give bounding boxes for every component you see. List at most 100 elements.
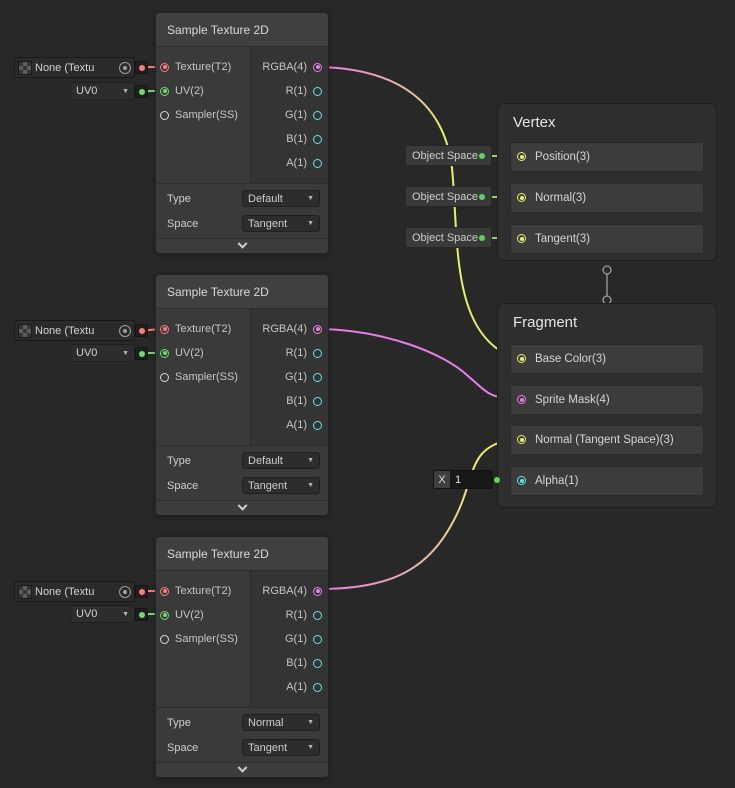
block-position[interactable]: Position(3) (510, 142, 704, 172)
vertex-context[interactable]: Vertex Position(3) Normal(3) Tangent(3) (497, 103, 717, 261)
texture-object-field-2[interactable]: None (Textu (14, 320, 135, 341)
space-label: Space (167, 217, 199, 230)
space-label: Space (167, 741, 199, 754)
port-uv-in[interactable] (160, 610, 169, 620)
x-value-input[interactable]: 1 (450, 471, 492, 488)
block-tangent[interactable]: Tangent(3) (510, 224, 704, 254)
port-a-out[interactable] (313, 420, 322, 430)
space-dropdown[interactable]: Tangent▼ (242, 477, 320, 494)
edge-rgba2-to-sprite-mask[interactable] (319, 328, 513, 399)
block-normal-tangent-space[interactable]: Normal (Tangent Space)(3) (510, 425, 704, 455)
space-dropdown[interactable]: Tangent▼ (242, 739, 320, 756)
texture-field-value: None (Textu (35, 61, 95, 74)
texture-port-stub-2[interactable] (135, 324, 148, 337)
port-sampler-in[interactable] (160, 110, 169, 120)
fragment-context[interactable]: Fragment Base Color(3) Sprite Mask(4) No… (497, 303, 717, 508)
port-base-color-in[interactable] (517, 354, 526, 363)
port-rgba-out[interactable] (313, 586, 322, 596)
port-b-out[interactable] (313, 134, 322, 144)
node-title[interactable]: Sample Texture 2D (156, 537, 328, 571)
port-g-out[interactable] (313, 634, 322, 644)
type-dropdown[interactable]: Default▼ (242, 452, 320, 469)
uv-port-dot (138, 350, 145, 357)
port-label: G(1) (285, 633, 307, 645)
port-b-out[interactable] (313, 396, 322, 406)
uv-port-stub-1[interactable] (135, 85, 148, 98)
texture-object-field-1[interactable]: None (Textu (14, 57, 135, 78)
type-label: Type (167, 716, 191, 729)
space-dropdown[interactable]: Tangent▼ (242, 215, 320, 232)
port-sampler-in[interactable] (160, 372, 169, 382)
texture-object-field-3[interactable]: None (Textu (14, 581, 135, 602)
collapse-button[interactable] (156, 500, 328, 515)
texture-thumbnail-icon (18, 323, 32, 338)
sample-texture-2d-node-3[interactable]: Sample Texture 2D Texture(T2) UV(2) Samp… (155, 536, 329, 778)
collapse-button[interactable] (156, 762, 328, 777)
port-sprite-mask-in[interactable] (517, 395, 526, 404)
port-a-out[interactable] (313, 158, 322, 168)
block-sprite-mask[interactable]: Sprite Mask(4) (510, 385, 704, 415)
port-g-out[interactable] (313, 372, 322, 382)
chevron-down-icon (237, 762, 247, 773)
port-label: Texture(T2) (175, 61, 232, 73)
uv-channel-dropdown-3[interactable]: UV0 ▼ (70, 605, 135, 623)
port-r-out[interactable] (313, 348, 322, 358)
port-a-out[interactable] (313, 682, 322, 692)
port-uv-in[interactable] (160, 86, 169, 96)
object-picker-icon[interactable] (119, 585, 131, 598)
texture-port-stub-3[interactable] (135, 585, 148, 598)
port-r-out[interactable] (313, 610, 322, 620)
space-value: Tangent (248, 741, 288, 754)
alpha-float-field[interactable]: X 1 (433, 470, 493, 489)
type-dropdown[interactable]: Default▼ (242, 190, 320, 207)
block-alpha[interactable]: Alpha(1) (510, 466, 704, 496)
uv-port-stub-2[interactable] (135, 347, 148, 360)
port-position-in[interactable] (517, 152, 526, 161)
node-title[interactable]: Sample Texture 2D (156, 13, 328, 47)
texture-thumbnail-icon (18, 60, 32, 75)
collapse-button[interactable] (156, 238, 328, 253)
uv-channel-dropdown-1[interactable]: UV0 ▼ (70, 82, 135, 100)
port-alpha-in[interactable] (517, 476, 526, 485)
port-texture-in[interactable] (160, 586, 169, 596)
port-texture-in[interactable] (160, 62, 169, 72)
port-g-out[interactable] (313, 110, 322, 120)
block-base-color[interactable]: Base Color(3) (510, 344, 704, 374)
type-dropdown[interactable]: Normal▼ (242, 714, 320, 731)
port-texture-in[interactable] (160, 324, 169, 334)
uv-port-dot (138, 88, 145, 95)
port-uv-in[interactable] (160, 348, 169, 358)
output-ports: RGBA(4) R(1) G(1) B(1) A(1) (250, 309, 328, 445)
port-label: B(1) (286, 395, 307, 407)
block-label: Base Color(3) (535, 353, 606, 365)
port-tangent-in[interactable] (517, 234, 526, 243)
port-label: R(1) (285, 609, 307, 621)
chevron-down-icon (237, 500, 247, 511)
edge-rgba1-to-base-color[interactable] (319, 66, 513, 358)
port-normal-in[interactable] (517, 193, 526, 202)
object-space-dropdown-tangent[interactable]: Object Space (405, 227, 492, 248)
uv-channel-dropdown-2[interactable]: UV0 ▼ (70, 344, 135, 362)
type-label: Type (167, 192, 191, 205)
port-rgba-out[interactable] (313, 62, 322, 72)
uv-port-stub-3[interactable] (135, 608, 148, 621)
texture-port-dot (138, 588, 145, 595)
object-picker-icon[interactable] (119, 324, 131, 337)
type-value: Default (248, 454, 283, 467)
object-space-dropdown-position[interactable]: Object Space (405, 145, 492, 166)
object-picker-icon[interactable] (119, 61, 131, 74)
sample-texture-2d-node-2[interactable]: Sample Texture 2D Texture(T2) UV(2) Samp… (155, 274, 329, 516)
block-normal[interactable]: Normal(3) (510, 183, 704, 213)
port-r-out[interactable] (313, 86, 322, 96)
port-sampler-in[interactable] (160, 634, 169, 644)
port-rgba-out[interactable] (313, 324, 322, 334)
edge-rgba3-to-normal-tangent[interactable] (319, 438, 513, 590)
block-label: Normal (Tangent Space)(3) (535, 434, 674, 446)
sample-texture-2d-node-1[interactable]: Sample Texture 2D Texture(T2) UV(2) Samp… (155, 12, 329, 254)
port-normal-ts-in[interactable] (517, 435, 526, 444)
object-space-dropdown-normal[interactable]: Object Space (405, 186, 492, 207)
node-title[interactable]: Sample Texture 2D (156, 275, 328, 309)
texture-port-stub-1[interactable] (135, 61, 148, 74)
port-b-out[interactable] (313, 658, 322, 668)
